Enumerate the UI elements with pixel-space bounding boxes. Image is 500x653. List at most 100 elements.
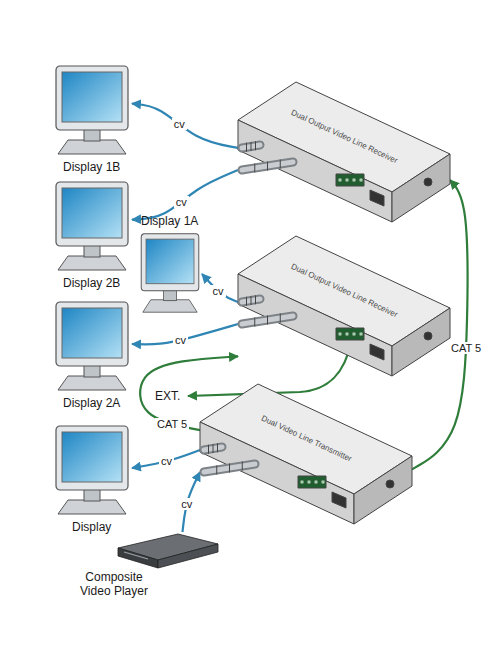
cat5-label: CAT 5 — [155, 418, 189, 430]
monitor-drawing — [52, 64, 132, 156]
cable-label: cv — [172, 118, 187, 130]
device-drawing — [200, 384, 412, 524]
cable-label: cv — [179, 498, 194, 510]
cv-cable — [132, 450, 200, 468]
monitor-drawing — [138, 232, 202, 314]
device-drawing — [238, 236, 450, 376]
monitor-body — [141, 234, 199, 291]
bnc-ring — [216, 466, 217, 475]
terminal-screw — [359, 178, 363, 182]
terminal-screw — [345, 178, 349, 182]
display-monitor: Display 2B — [52, 180, 132, 290]
dc-jack — [424, 332, 432, 340]
bnc-ring — [280, 160, 281, 169]
line-receiver: Dual Output Video Line Receiver — [238, 82, 450, 222]
terminal-screw — [352, 178, 356, 182]
display-label: Display 1A — [141, 214, 198, 228]
cable-label: cv — [173, 334, 188, 346]
monitor-screen — [146, 239, 194, 284]
dc-jack — [424, 178, 432, 186]
bnc-plug-shine — [242, 316, 293, 324]
cat5-label: CAT 5 — [449, 342, 483, 354]
bnc-ring — [251, 142, 252, 151]
monitor-screen — [62, 72, 122, 122]
bnc-ring — [229, 464, 230, 473]
terminal-screw — [300, 480, 304, 484]
monitor-screen — [62, 432, 122, 482]
terminal-screw — [338, 178, 342, 182]
logo-plate — [370, 190, 384, 206]
video-player: Composite Video Player — [70, 532, 220, 604]
device-front — [238, 120, 392, 222]
bnc-ring — [255, 295, 256, 304]
player-front — [118, 548, 158, 568]
display-label: Display 1B — [63, 160, 120, 174]
terminal-screw — [338, 332, 342, 336]
monitor-drawing — [52, 300, 132, 392]
display-label: Display 2A — [63, 396, 120, 410]
device-side — [392, 308, 450, 376]
monitor-base — [58, 500, 126, 514]
monitor-body — [56, 66, 128, 130]
monitor-base — [58, 376, 126, 390]
bnc-plug-shine — [204, 464, 255, 472]
device-drawing — [238, 82, 450, 222]
ext-label: EXT. — [154, 389, 181, 403]
dc-jack — [386, 480, 394, 488]
terminal-block — [336, 328, 364, 340]
bnc-ring — [217, 443, 218, 452]
terminal-screw — [307, 480, 311, 484]
bnc-ring — [208, 445, 209, 454]
bnc-ring — [242, 462, 243, 471]
monitor-screen — [62, 308, 122, 358]
bnc-ring — [254, 164, 255, 173]
terminal-screw — [352, 332, 356, 336]
cv-cable — [132, 104, 238, 148]
terminal-block — [298, 476, 326, 488]
cable-label: cv — [211, 285, 226, 297]
display-label: Display — [72, 520, 111, 534]
bnc-plug-shine — [242, 162, 293, 170]
display-label: Display 2B — [63, 276, 120, 290]
cable-label: cv — [159, 455, 174, 467]
terminal-block — [336, 174, 364, 186]
disc-slot — [124, 552, 148, 559]
terminal-screw — [345, 332, 349, 336]
device-side — [392, 154, 450, 222]
bnc-ring — [251, 296, 252, 305]
display-monitor: Display 1B — [52, 64, 132, 174]
player-side — [158, 544, 218, 568]
device-front — [238, 274, 392, 376]
display-monitor: Display 2A — [52, 300, 132, 410]
monitor-body — [56, 302, 128, 366]
ext-wire — [188, 342, 351, 396]
bnc-ring — [255, 141, 256, 150]
line-receiver: Dual Output Video Line Receiver — [238, 236, 450, 376]
device-side — [354, 456, 412, 524]
logo-plate — [370, 344, 384, 360]
bnc-plug — [242, 162, 293, 170]
player-drawing — [118, 534, 218, 570]
bnc-ring — [280, 314, 281, 323]
terminal-screw — [314, 480, 318, 484]
bnc-ring — [246, 143, 247, 152]
monitor-body — [56, 426, 128, 490]
bnc-plug — [242, 316, 293, 324]
display-monitor: Display 1A — [138, 214, 202, 314]
bnc-ring — [267, 162, 268, 171]
cv-cable — [132, 170, 238, 220]
cv-cable — [202, 274, 238, 302]
player-label: Composite Video Player — [70, 570, 158, 598]
bnc-ring — [254, 318, 255, 327]
bnc-ring — [246, 297, 247, 306]
monitor-screen — [62, 188, 122, 238]
monitor-base — [143, 300, 197, 312]
monitor-base — [58, 140, 126, 154]
bnc-ring — [213, 444, 214, 453]
monitor-drawing — [52, 424, 132, 516]
monitor-base — [58, 256, 126, 270]
line-transmitter: Dual Video Line Transmitter — [200, 384, 412, 524]
terminal-screw — [321, 480, 325, 484]
display-monitor: Display — [52, 424, 132, 534]
cable-label: cv — [174, 196, 189, 208]
